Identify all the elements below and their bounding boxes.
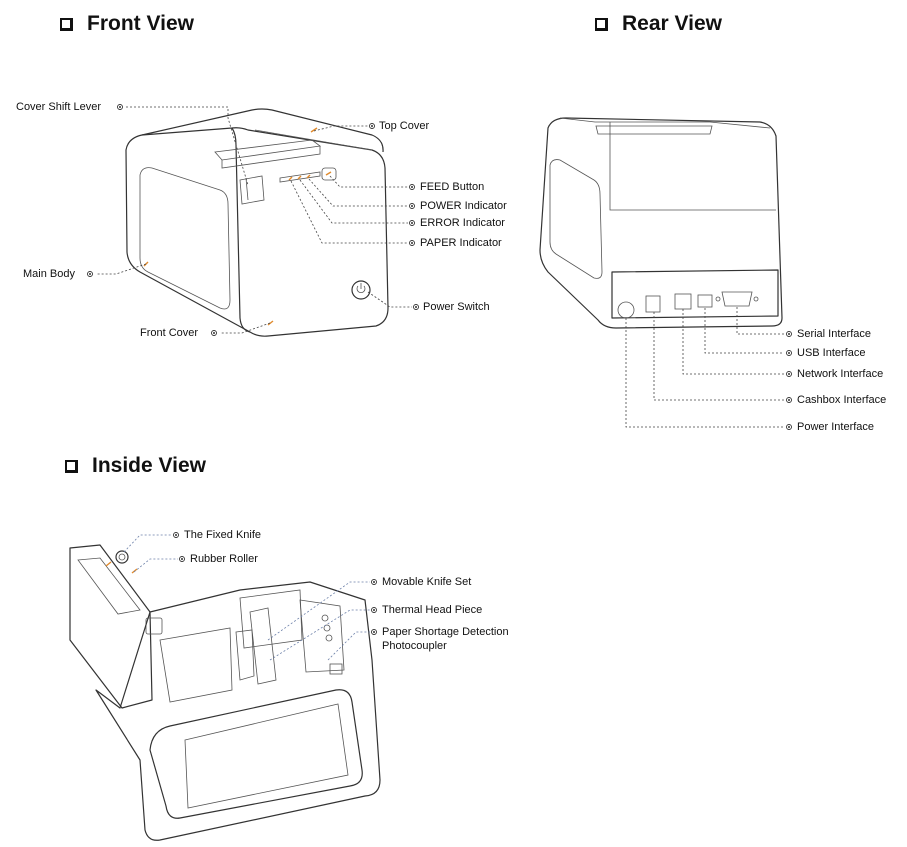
checkbox-square-icon [595,17,608,31]
checkbox-square-icon [60,17,73,31]
rear-view-title-text: Rear View [622,12,723,35]
label-error-indicator: ERROR Indicator [420,217,505,229]
rear-view-title: Rear View [595,12,722,36]
label-paper-indicator: PAPER Indicator [420,237,502,249]
label-paper-shortage-detection: Paper Shortage Detection [382,626,509,638]
label-power-indicator: POWER Indicator [420,200,507,212]
rear-leader-lines [625,307,792,430]
inside-leader-lines [123,532,377,661]
label-cover-shift-lever: Cover Shift Lever [16,101,101,113]
label-power-switch: Power Switch [423,301,490,313]
inside-view-title: Inside View [65,454,206,478]
rear-printer-drawing [539,117,783,329]
label-usb-interface: USB Interface [797,347,866,359]
label-front-cover: Front Cover [140,327,199,339]
label-rubber-roller: Rubber Roller [190,553,258,565]
label-feed-button: FEED Button [420,181,485,193]
inside-view-title-text: Inside View [92,454,206,477]
label-top-cover: Top Cover [379,120,430,132]
inside-printer-drawing [69,544,381,841]
front-leader-lines [87,104,419,336]
front-view-title-text: Front View [87,12,194,35]
label-serial-interface: Serial Interface [797,328,871,340]
front-view-title: Front View [60,12,194,36]
label-fixed-knife: The Fixed Knife [184,529,262,541]
label-movable-knife-set: Movable Knife Set [382,576,472,588]
label-cashbox-interface: Cashbox Interface [797,394,887,406]
label-network-interface: Network Interface [797,368,884,380]
label-thermal-head-piece: Thermal Head Piece [382,604,483,616]
label-power-interface: Power Interface [797,421,875,433]
label-main-body: Main Body [23,268,75,280]
front-printer-drawing [125,108,389,337]
checkbox-square-icon [65,459,78,473]
label-photocoupler: Photocoupler [382,640,447,652]
